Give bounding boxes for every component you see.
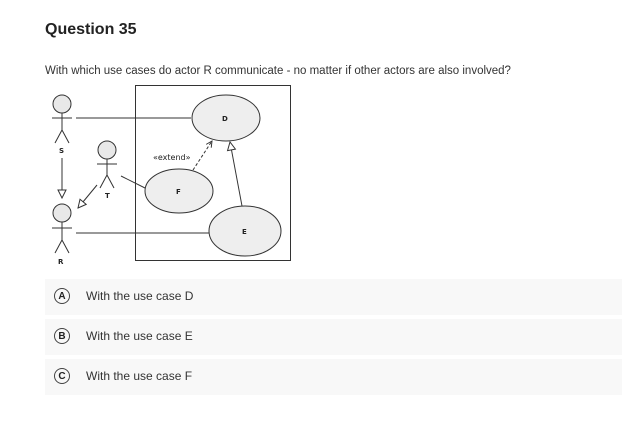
option-a[interactable]: A With the use case D [45, 279, 622, 315]
option-b[interactable]: B With the use case E [45, 319, 622, 355]
option-a-letter: A [54, 288, 70, 304]
use-case-e-label: E [242, 228, 247, 236]
question-text: With which use cases do actor R communic… [45, 65, 511, 77]
use-case-e [208, 205, 282, 257]
use-case-d-label: D [222, 115, 228, 123]
option-b-letter: B [54, 328, 70, 344]
question-title: Question 35 [45, 21, 137, 38]
association-t-f [120, 175, 146, 189]
option-a-label: With the use case D [86, 289, 194, 303]
actor-s [52, 94, 72, 144]
system-boundary [135, 85, 291, 261]
use-case-f [144, 168, 214, 214]
option-c-label: With the use case F [86, 369, 193, 383]
extend-f-to-d [192, 141, 212, 171]
option-c[interactable]: C With the use case F [45, 359, 622, 395]
actor-s-label: S [59, 147, 64, 155]
extend-stereotype: «extend» [153, 153, 191, 162]
actor-r-label: R [58, 258, 64, 266]
use-case-d [191, 94, 261, 142]
actor-r [52, 203, 72, 254]
option-c-letter: C [54, 368, 70, 384]
generalization-e-to-d [230, 142, 243, 207]
option-b-label: With the use case E [86, 329, 193, 343]
use-case-f-label: F [176, 188, 181, 196]
actor-t [97, 140, 117, 189]
actor-t-label: T [105, 192, 110, 200]
generalization-t-to-r [78, 184, 98, 208]
